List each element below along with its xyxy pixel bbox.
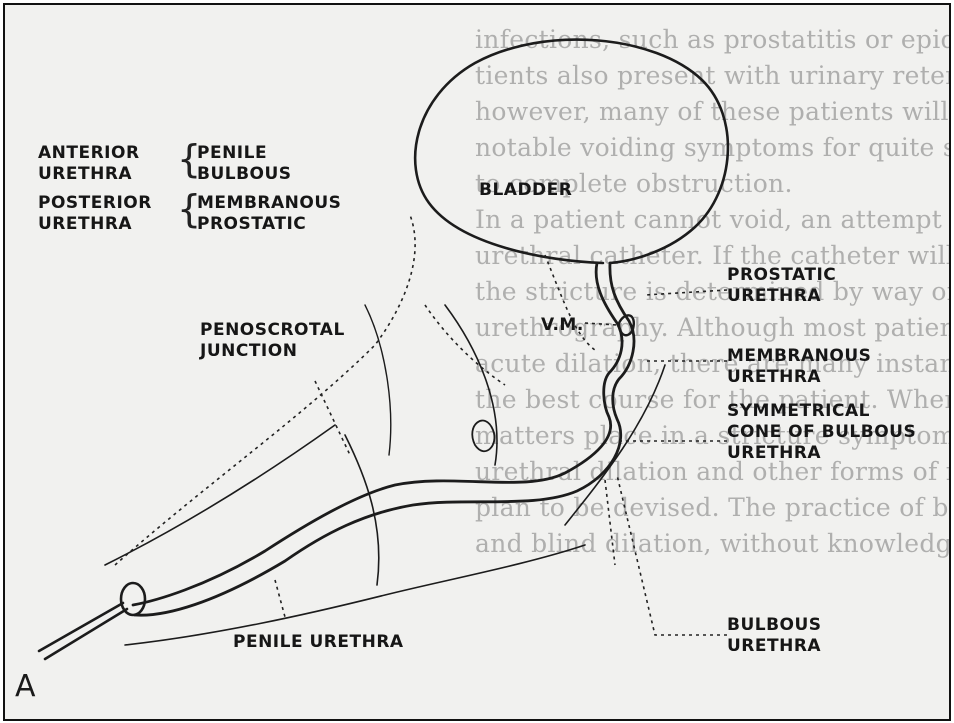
leader-bulbous [617,475,727,635]
dotted-outline [425,305,505,385]
label-penile-urethra: PENILE URETHRA [233,632,404,653]
label-membranous-urethra: MEMBRANOUS URETHRA [727,346,871,388]
leader-vm [585,323,617,325]
figure-frame: infections, such as prostatitis or epidi… [3,3,951,721]
legend-posterior: POSTERIOR URETHRA [38,193,152,235]
pelvic-contour-3 [365,305,391,455]
legend-posterior-parts: MEMBRANOUS PROSTATIC [197,193,341,235]
panel-letter: A [15,669,36,704]
penis-contour-upper [105,425,335,565]
pelvic-contour-2 [472,421,494,452]
legend-anterior: ANTERIOR URETHRA [38,143,140,185]
bladder-outline [415,40,728,263]
leader-penoscrotal [315,381,350,455]
leader-penile [275,580,285,617]
dotted-outline [115,215,415,565]
label-prostatic-urethra: PROSTATIC URETHRA [727,265,836,307]
pelvic-contour [445,305,497,465]
label-vm: V.M. [541,315,584,336]
legend-anterior-parts: PENILE BULBOUS [197,143,292,185]
label-symmetrical-cone: SYMMETRICAL CONE OF BULBOUS URETHRA [727,401,916,464]
penis-contour-lower [125,545,585,645]
label-bladder: BLADDER [479,180,572,201]
catheter [39,603,127,659]
scrotal-contour [345,435,379,585]
label-penoscrotal-junction: PENOSCROTAL JUNCTION [200,320,345,362]
label-bulbous-urethra: BULBOUS URETHRA [727,615,822,657]
leader-bulbous-2 [605,480,615,565]
leader-prostatic [645,290,727,295]
